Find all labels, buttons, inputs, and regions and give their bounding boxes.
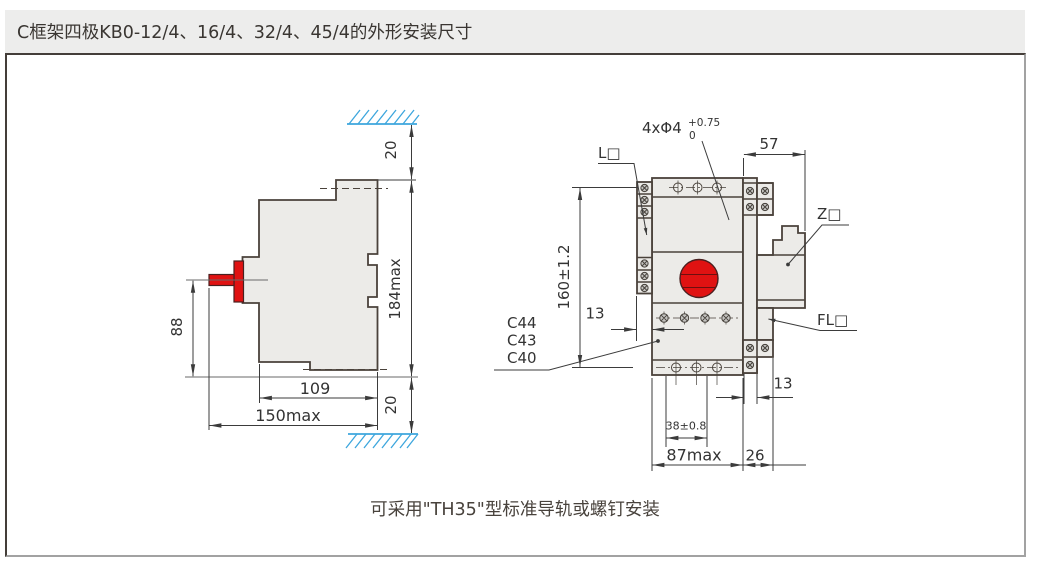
label-flange-unit: FL□ bbox=[817, 311, 848, 329]
page-title: C框架四极KB0-12/4、16/4、32/4、45/4的外形安装尺寸 bbox=[17, 23, 473, 43]
front-view: 57 160±1.2 13 13 38±0.8 87max 26 4xΦ4 +0… bbox=[494, 117, 857, 471]
wall-hatch-top bbox=[347, 109, 420, 125]
right-block-screws bbox=[745, 186, 770, 370]
dim-rail-right: 13 bbox=[773, 375, 792, 393]
mounting-holes-bottom bbox=[656, 360, 741, 385]
z-attachment bbox=[756, 225, 806, 309]
dim-width-right: 57 bbox=[759, 135, 778, 153]
mounting-holes-top bbox=[669, 180, 726, 195]
left-terminal-strip bbox=[636, 181, 653, 295]
label-model-c44: C44 bbox=[507, 314, 537, 332]
dim-height: 184max bbox=[386, 258, 404, 319]
dim-depth-body: 109 bbox=[300, 379, 331, 398]
handle-flange bbox=[233, 260, 245, 303]
dim-hole-spacing-v: 160±1.2 bbox=[555, 244, 573, 309]
diagram-panel bbox=[5, 53, 1026, 557]
dim-width-body: 87max bbox=[666, 446, 721, 465]
label-model-c40: C40 bbox=[507, 349, 537, 367]
dim-hole-spacing-h: 38±0.8 bbox=[666, 420, 707, 433]
label-holes: 4xΦ4 bbox=[642, 119, 682, 137]
label-holes-tol-sub: 0 bbox=[689, 130, 696, 142]
label-model-c43: C43 bbox=[507, 332, 537, 350]
label-holes-tol-sup: +0.75 bbox=[688, 117, 720, 129]
dim-top-gap: 20 bbox=[382, 140, 400, 159]
breaker-body-side bbox=[241, 179, 379, 371]
dim-depth-total: 150max bbox=[255, 406, 320, 425]
label-left-unit: L□ bbox=[598, 144, 621, 162]
fl-attachment bbox=[756, 307, 774, 341]
terminal-screws-row bbox=[656, 311, 741, 325]
label-right-unit: Z□ bbox=[817, 205, 841, 223]
dim-width-ext: 26 bbox=[745, 447, 764, 465]
dim-rail-left: 13 bbox=[585, 305, 604, 323]
title-bar: C框架四极KB0-12/4、16/4、32/4、45/4的外形安装尺寸 bbox=[5, 10, 1025, 53]
dim-handle-height: 88 bbox=[168, 317, 186, 336]
dim-bottom-gap: 20 bbox=[382, 395, 400, 414]
red-button bbox=[679, 258, 719, 299]
mounting-note: 可采用"TH35"型标准导轨或螺钉安装 bbox=[370, 500, 660, 520]
wall-hatch-bottom bbox=[345, 433, 419, 449]
side-view: 20 184max 20 88 109 150max bbox=[168, 109, 420, 449]
